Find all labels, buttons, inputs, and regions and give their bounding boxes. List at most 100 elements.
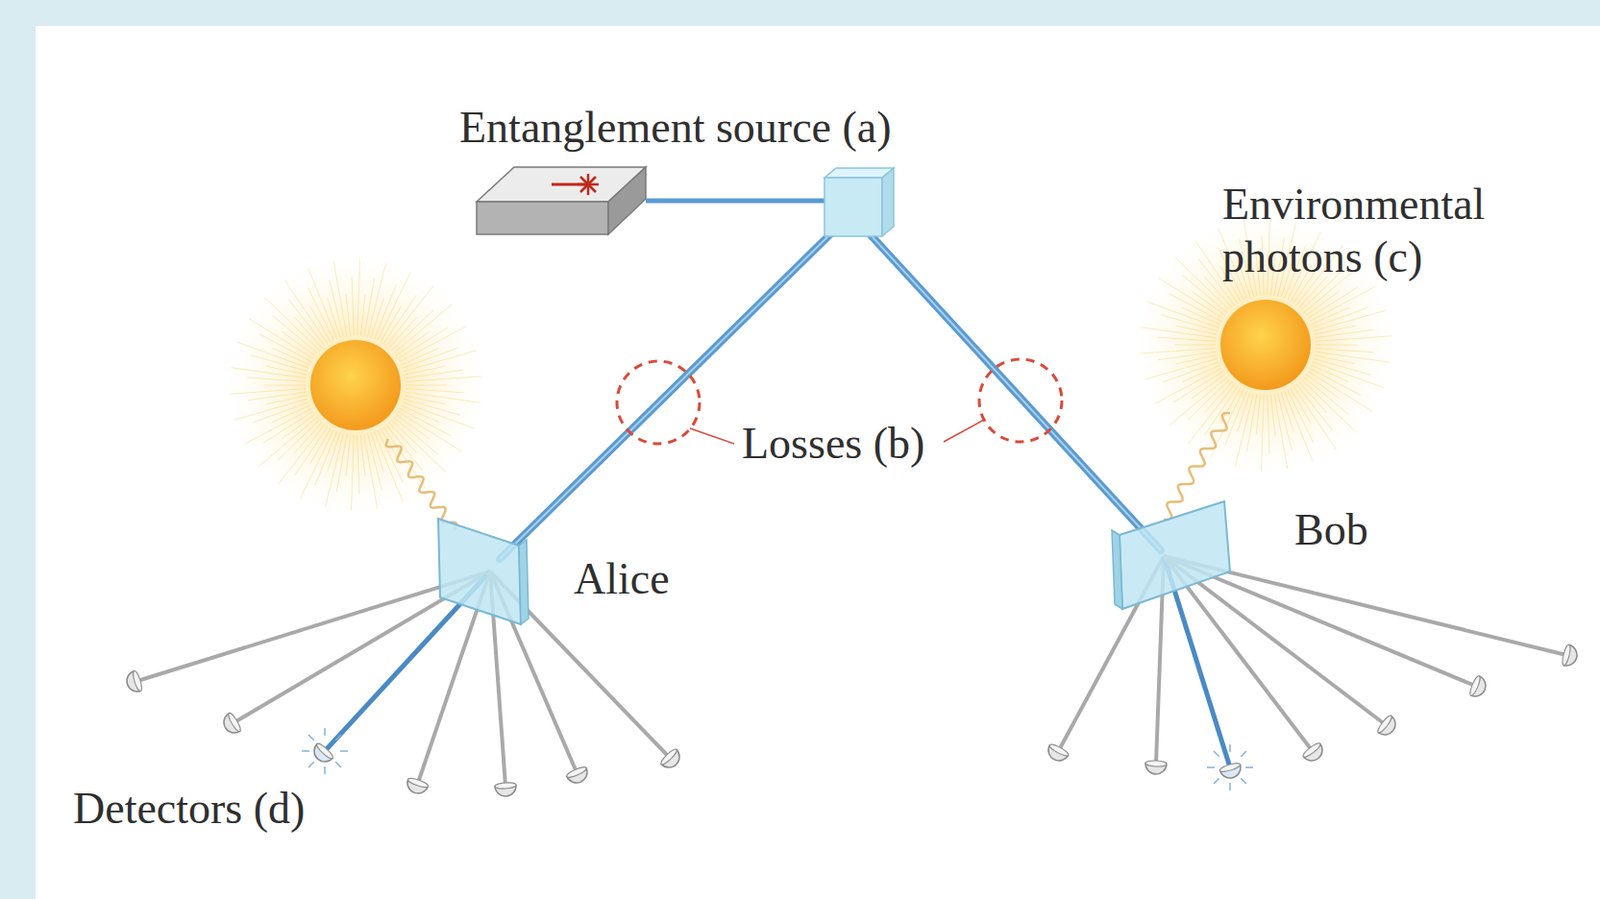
sun-ray — [351, 276, 354, 336]
sun-ray — [248, 319, 314, 360]
sun-ray — [1267, 394, 1270, 454]
sun-ray — [1287, 390, 1314, 444]
detector — [1560, 644, 1579, 669]
detector — [220, 712, 243, 738]
pump-beam — [645, 198, 825, 204]
sun-ray — [364, 434, 378, 510]
laser-box — [476, 167, 646, 235]
sun-ray — [277, 424, 325, 485]
sun-ray — [307, 287, 334, 341]
sun-ray — [402, 402, 474, 429]
sun-ray — [229, 389, 306, 395]
detector — [1468, 675, 1489, 701]
detector-spark — [308, 762, 315, 768]
sun-ray — [271, 315, 318, 353]
sun-ray — [1176, 325, 1217, 335]
loss-marker — [943, 359, 1062, 443]
loss-marker — [616, 361, 735, 444]
sun-ray — [389, 422, 418, 454]
sun-ray — [1313, 310, 1387, 332]
sun-ray — [393, 304, 453, 354]
bob-splitter — [1111, 501, 1231, 610]
sun-ray — [1204, 276, 1232, 308]
sun-ray — [1301, 379, 1356, 433]
bob-label: Bob — [1294, 503, 1369, 557]
sun-ray — [1283, 391, 1313, 462]
detector-spark — [1240, 778, 1247, 785]
sun-ray — [310, 428, 332, 465]
detector-spark — [308, 735, 315, 741]
sun-ray — [1314, 351, 1390, 363]
sun-ray — [1156, 337, 1216, 342]
detector-spark — [1213, 751, 1220, 758]
sun-ray — [266, 366, 307, 375]
sun-ray — [281, 415, 316, 440]
sun-ray — [1181, 274, 1228, 313]
sun-ray — [1315, 336, 1392, 343]
detector-spark — [335, 735, 342, 741]
sun-ray — [403, 350, 477, 372]
detector-spark — [1229, 783, 1231, 791]
sun-ray — [350, 435, 354, 512]
sun-ray — [357, 259, 361, 336]
sun-ray — [1157, 351, 1216, 360]
photon-beam — [862, 226, 1161, 551]
sun-ray — [404, 392, 480, 403]
sun-ray — [1278, 393, 1293, 450]
sun-ray — [1290, 388, 1312, 424]
sun-ray — [391, 310, 434, 351]
sun-ray — [234, 398, 308, 420]
sun — [225, 255, 486, 516]
sun-ray — [1305, 291, 1340, 316]
sun-ray — [329, 279, 345, 337]
detector-spark — [335, 762, 342, 768]
detectors-label: Detectors (d) — [73, 782, 305, 836]
sun-ray — [1314, 355, 1355, 365]
photons-label: Environmental photons (c) — [1222, 177, 1550, 284]
sun-ray — [405, 389, 465, 394]
sun-ray — [1225, 391, 1248, 446]
detector — [123, 670, 144, 695]
detector-spark — [1245, 766, 1254, 769]
detector-spark — [1229, 744, 1231, 753]
sun-ray — [368, 433, 383, 491]
detector-spark — [323, 728, 326, 737]
detector — [1219, 762, 1244, 782]
sun-ray — [1174, 344, 1216, 346]
sun-ray — [1144, 358, 1218, 380]
sun-ray — [364, 278, 375, 337]
sun-ray — [1293, 386, 1336, 449]
sun-ray — [310, 306, 332, 343]
sun-ray — [360, 435, 365, 477]
photon-wiggle — [386, 439, 457, 531]
sun-ray — [1314, 329, 1373, 338]
sun-ray — [345, 435, 350, 477]
sun-ray — [1139, 348, 1216, 355]
sun-ray — [285, 280, 328, 344]
detector — [1044, 742, 1070, 765]
sun-ray — [1169, 376, 1229, 426]
photon-beam — [499, 226, 838, 560]
sun-ray — [405, 385, 447, 387]
detector-spark — [301, 750, 310, 753]
sun-ray — [405, 376, 482, 383]
detector-spark — [1213, 778, 1220, 785]
sun-ray — [1315, 344, 1357, 346]
crystal-cube — [824, 168, 894, 237]
detector-spark — [1240, 751, 1247, 758]
sun-ray — [1315, 348, 1375, 353]
detector — [566, 765, 591, 788]
sun-ray — [1280, 392, 1294, 432]
sun-ray — [383, 426, 426, 490]
sun-ray — [1299, 382, 1328, 414]
sun-ray — [1175, 257, 1231, 311]
detector — [404, 777, 429, 797]
losses-label: Losses (b) — [738, 417, 929, 470]
detector — [659, 747, 685, 772]
sun-ray — [247, 392, 306, 400]
source-label: Entanglement source (a) — [459, 100, 892, 154]
sun-ray — [1270, 394, 1275, 437]
sun-ray — [1147, 301, 1219, 328]
sun-ray — [308, 269, 338, 340]
